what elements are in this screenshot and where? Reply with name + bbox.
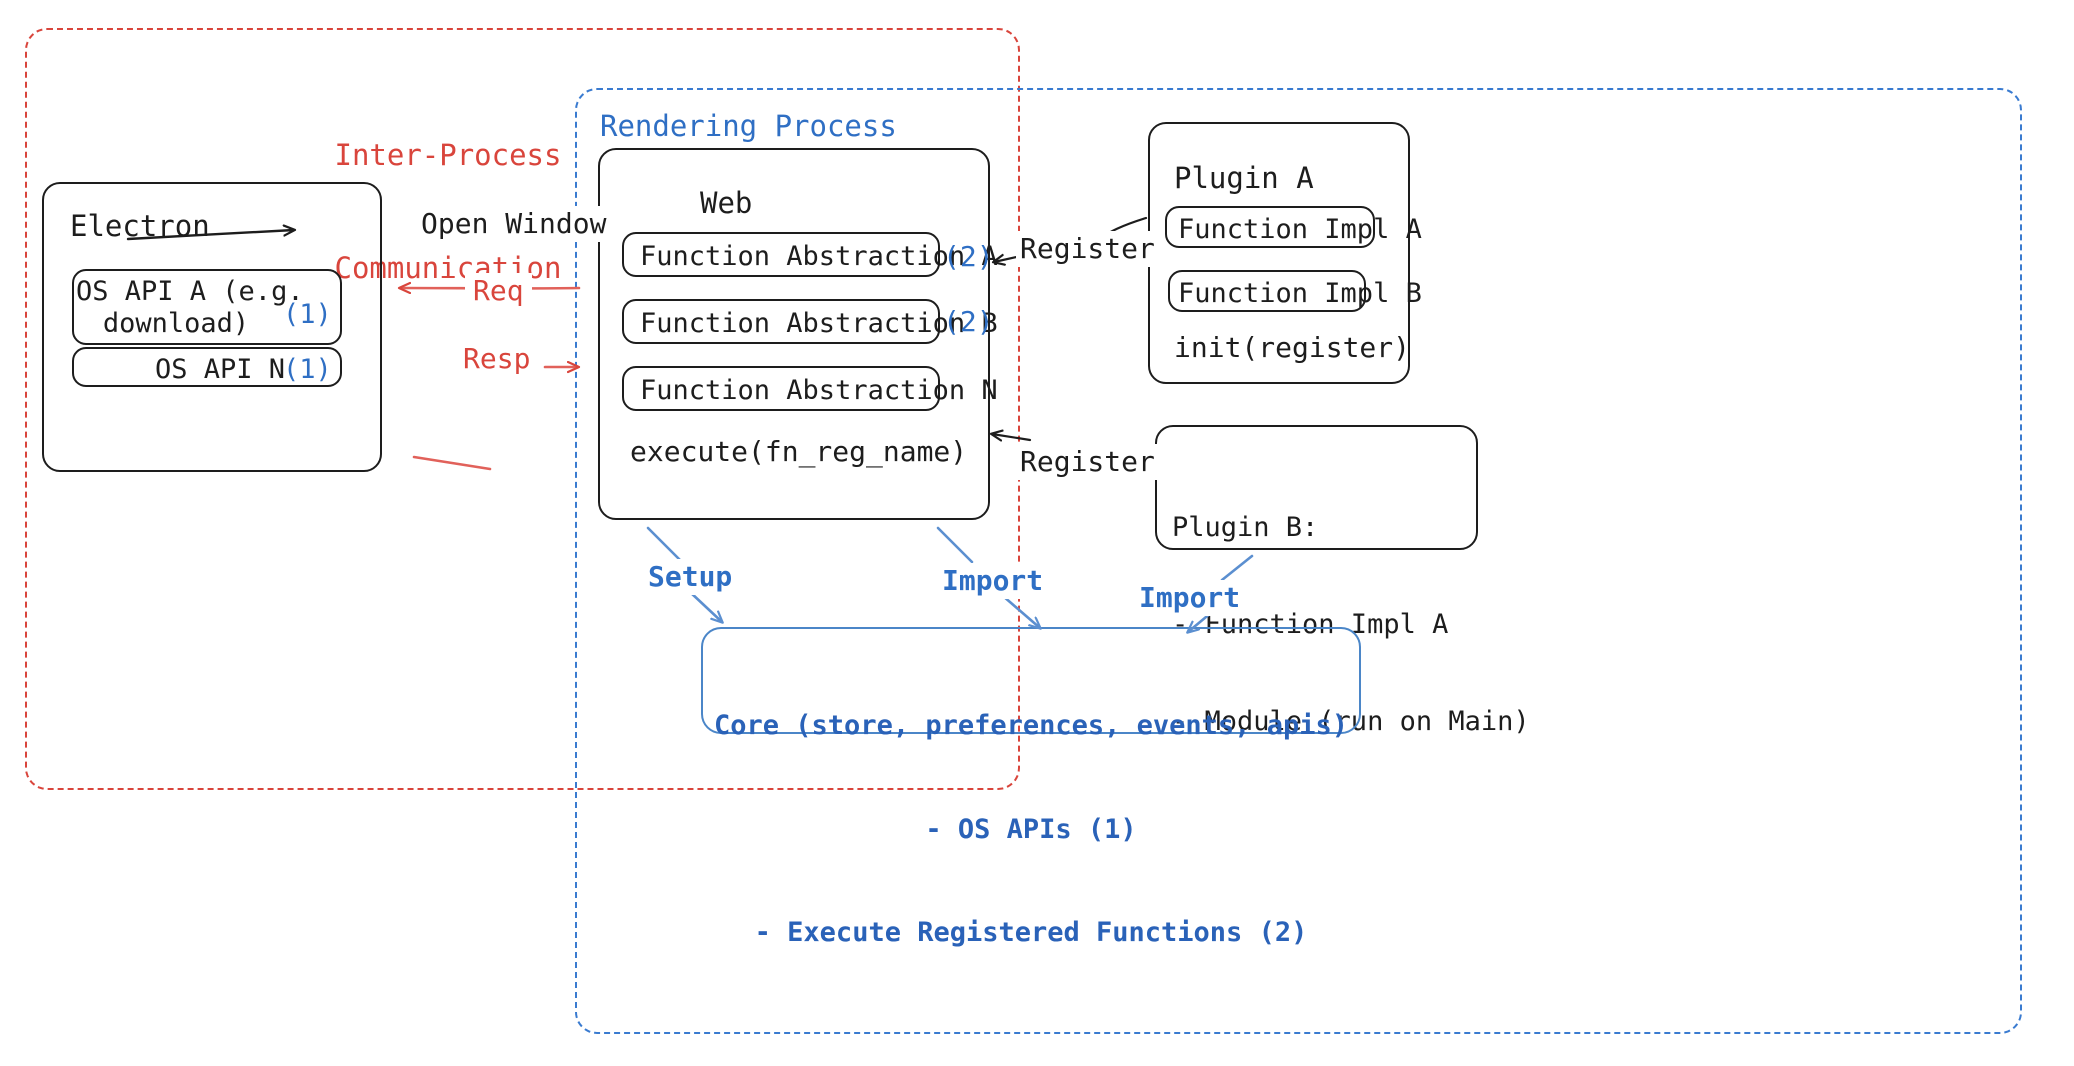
function-abstraction-b-marker: (2): [943, 305, 994, 338]
function-abstraction-n-label: Function Abstraction N: [640, 375, 998, 406]
arrow-setup-label: Setup: [644, 559, 737, 596]
os-api-a-label: OS API A (e.g.download): [76, 276, 304, 339]
function-impl-a-label: Function Impl A: [1178, 214, 1422, 245]
function-abstraction-a-box: [622, 232, 940, 277]
os-api-n-label: OS API N: [155, 354, 286, 385]
arrow-import-right-label: Import: [1135, 580, 1245, 617]
rendering-process-boundary: [575, 88, 2022, 1034]
rendering-process-label: Rendering Process: [600, 109, 897, 143]
os-api-a-marker: (1): [283, 299, 332, 330]
arrow-import-left-label: Import: [938, 563, 1048, 600]
os-api-n-box: [72, 347, 342, 387]
arrow-register-top-label: Register: [1016, 231, 1159, 268]
plugin-b-line1: Plugin B:: [1172, 511, 1319, 543]
core-line2: - OS APIs (1): [925, 813, 1137, 845]
function-abstraction-a-marker: (2): [943, 240, 994, 273]
plugin-b-box: [1155, 425, 1478, 550]
function-impl-b-label: Function Impl B: [1178, 278, 1422, 309]
function-abstraction-n-box: [622, 366, 940, 411]
function-abstraction-b-label: Function Abstraction B: [640, 308, 998, 339]
arrow-register-bottom-label: Register: [1016, 444, 1159, 481]
core-text: Core (store, preferences, events, apis) …: [701, 640, 1361, 1020]
web-execute-label: execute(fn_reg_name): [630, 435, 968, 468]
electron-title: Electron: [70, 209, 210, 243]
ipc-boundary: [25, 28, 1020, 790]
core-line3: - Execute Registered Functions (2): [754, 917, 1308, 949]
os-api-a-box: [72, 269, 342, 345]
core-line1: Core (store, preferences, events, apis): [714, 710, 1348, 742]
arrow-req-label: Req: [465, 273, 532, 310]
function-impl-b-box: [1168, 270, 1366, 312]
function-abstraction-b-box: [622, 299, 940, 344]
electron-box: [42, 182, 382, 472]
function-impl-a-box: [1165, 206, 1375, 248]
web-title: Web: [700, 186, 753, 220]
plugin-a-title: Plugin A: [1174, 161, 1314, 195]
arrow-open-window-label: Open Window: [417, 206, 611, 243]
os-api-n-marker: (1): [283, 354, 332, 385]
plugin-a-init-label: init(register): [1174, 331, 1411, 364]
ipc-label-line1: Inter-Process: [334, 138, 562, 173]
web-box: [598, 148, 990, 520]
arrow-resp-label: Resp: [455, 341, 539, 378]
